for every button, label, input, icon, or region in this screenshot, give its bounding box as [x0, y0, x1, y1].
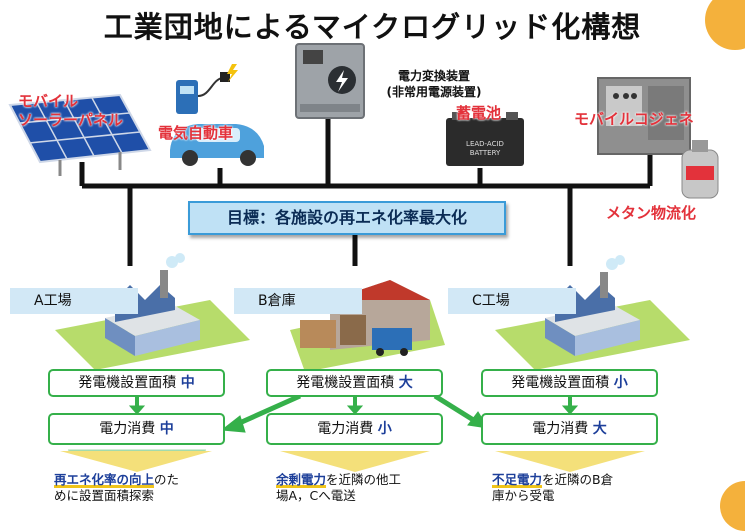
cogen-graphic — [597, 77, 691, 155]
area-label-a: 発電機設置面積 — [78, 375, 177, 391]
methane-label: メタン物流化 — [606, 204, 697, 222]
area-value-b: 大 — [398, 375, 413, 391]
area-box-a: 発電機設置面積 中 — [48, 369, 225, 397]
ev-graphic — [170, 64, 264, 166]
note-a-highlight: 再エネ化率の向上 — [54, 472, 155, 487]
converter-graphic — [295, 43, 365, 119]
consumption-value-b: 小 — [377, 421, 392, 437]
note-c: 不足電力を近隣のB倉 庫から受電 — [492, 472, 682, 504]
solar-label: モバイル ソーラーパネル — [18, 92, 123, 130]
facility-c-label: C工場 — [448, 288, 576, 314]
note-b-highlight: 余剰電力 — [276, 472, 327, 487]
battery-text-1: LEAD-ACID — [466, 140, 504, 148]
note-b-rest: を近隣の他工 — [326, 472, 402, 487]
consumption-label-a: 電力消費 — [99, 421, 156, 437]
solar-label-line1: モバイル — [18, 92, 79, 110]
note-c-arrow — [495, 451, 645, 472]
cogen-label: モバイルコジェネ — [574, 110, 694, 128]
converter-label-line2: (非常用電源装置) — [386, 85, 482, 99]
note-a-rest: のた — [154, 472, 180, 487]
ev-label: 電気自動車 — [158, 124, 234, 142]
consumption-box-b: 電力消費 小 — [266, 413, 443, 445]
note-b-arrow — [280, 451, 430, 472]
battery-text-2: BATTERY — [470, 149, 501, 157]
facility-b-label: B倉庫 — [234, 288, 362, 314]
facility-a-label: A工場 — [10, 288, 138, 314]
area-label-b: 発電機設置面積 — [296, 375, 395, 391]
note-c-rest: を近隣のB倉 — [542, 472, 614, 487]
note-a: 再エネ化率の向上のた めに設置面積探索 — [54, 472, 244, 504]
note-b: 余剰電力を近隣の他工 場A，Cへ電送 — [276, 472, 466, 504]
converter-label: 電力変換装置 (非常用電源装置) — [374, 68, 494, 100]
converter-label-line1: 電力変換装置 — [397, 69, 470, 83]
solar-label-line2: ソーラーパネル — [18, 111, 123, 129]
goal-banner: 目標：各施設の再エネ化率最大化 — [188, 201, 506, 235]
battery-graphic: LEAD-ACID BATTERY — [446, 112, 524, 166]
area-label-c: 発電機設置面積 — [511, 375, 610, 391]
note-c-line2: 庫から受電 — [492, 488, 555, 503]
area-value-c: 小 — [613, 375, 628, 391]
power-bus — [79, 100, 653, 266]
battery-label: 蓄電池 — [456, 104, 502, 122]
solar-panel-graphic — [8, 93, 152, 176]
consumption-label-c: 電力消費 — [532, 421, 589, 437]
consumption-value-a: 中 — [159, 421, 174, 437]
note-a-arrow — [60, 451, 212, 472]
area-box-b: 発電機設置面積 大 — [266, 369, 443, 397]
area-value-a: 中 — [180, 375, 195, 391]
methane-cylinder-graphic — [681, 140, 719, 199]
note-a-line2: めに設置面積探索 — [54, 488, 155, 503]
area-box-c: 発電機設置面積 小 — [481, 369, 658, 397]
note-b-line2: 場A，Cへ電送 — [276, 488, 356, 503]
note-c-highlight: 不足電力 — [492, 472, 543, 487]
consumption-value-c: 大 — [592, 421, 607, 437]
consumption-box-a: 電力消費 中 — [48, 413, 225, 445]
consumption-label-b: 電力消費 — [317, 421, 374, 437]
page-title: 工業団地によるマイクログリッド化構想 — [103, 10, 642, 44]
consumption-box-c: 電力消費 大 — [481, 413, 658, 445]
